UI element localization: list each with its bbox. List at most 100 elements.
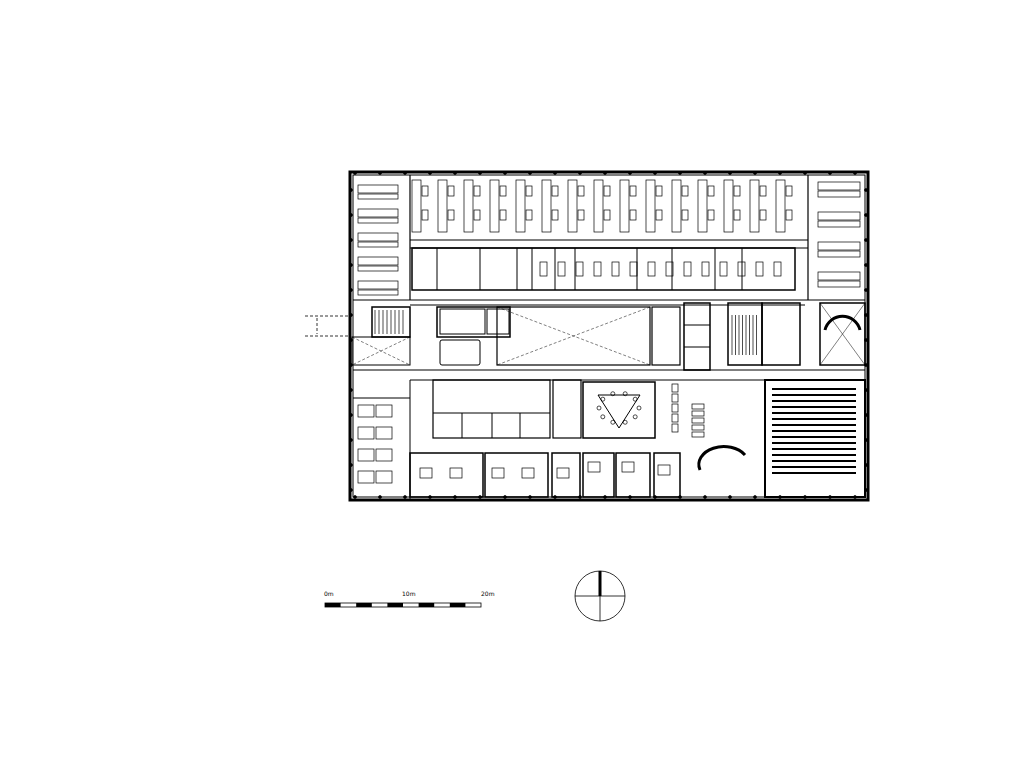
- chair: [597, 406, 601, 410]
- furniture: [516, 180, 525, 232]
- furniture: [522, 468, 534, 478]
- furniture: [658, 465, 670, 475]
- furniture: [818, 221, 860, 227]
- furniture: [620, 180, 629, 232]
- room: [762, 303, 800, 365]
- furniture: [692, 432, 704, 437]
- column: [504, 172, 507, 175]
- furniture: [358, 185, 398, 193]
- furniture: [724, 180, 733, 232]
- furniture: [422, 186, 428, 196]
- void-cross: [352, 337, 410, 365]
- furniture: [358, 218, 398, 223]
- furniture: [692, 425, 704, 430]
- furniture: [666, 262, 673, 276]
- furniture: [358, 405, 374, 417]
- column: [865, 464, 868, 467]
- furniture: [818, 281, 860, 287]
- column: [865, 189, 868, 192]
- outer-wall: [350, 172, 868, 500]
- furniture: [818, 191, 860, 197]
- scale-segment: [387, 603, 403, 607]
- furniture: [818, 251, 860, 257]
- furniture: [358, 427, 374, 439]
- furniture: [558, 262, 565, 276]
- furniture: [358, 290, 398, 295]
- chair: [637, 406, 641, 410]
- scale-label: 20m: [481, 590, 494, 597]
- column: [504, 496, 507, 499]
- stair-tread: [746, 315, 747, 355]
- column: [779, 496, 782, 499]
- office: [552, 453, 580, 497]
- stair: [372, 307, 410, 337]
- furniture: [526, 186, 532, 196]
- scale-bar: [325, 603, 481, 607]
- partition: [437, 248, 742, 290]
- furniture: [576, 262, 583, 276]
- scale-segment: [419, 603, 435, 607]
- column: [350, 489, 353, 492]
- north-arrow: [575, 596, 625, 621]
- furniture: [672, 414, 678, 422]
- stair-tread: [742, 315, 743, 355]
- furniture: [708, 186, 714, 196]
- room: [652, 307, 680, 365]
- furniture: [604, 186, 610, 196]
- stair-tread: [399, 310, 400, 334]
- room: [433, 380, 550, 438]
- furniture: [542, 180, 551, 232]
- column: [604, 172, 607, 175]
- furniture: [692, 418, 704, 423]
- furniture: [594, 180, 603, 232]
- meeting-room: [583, 382, 655, 438]
- elevator: [684, 325, 710, 347]
- column: [354, 172, 357, 175]
- office: [583, 453, 614, 497]
- furniture: [760, 186, 766, 196]
- scale-bar: [325, 603, 465, 607]
- stair-tread: [735, 315, 736, 355]
- office: [485, 453, 548, 497]
- column: [779, 172, 782, 175]
- corridor-wall: [353, 300, 865, 380]
- stair: [728, 303, 762, 365]
- furniture: [698, 180, 707, 232]
- room: [440, 309, 485, 334]
- lab-wall: [410, 175, 808, 300]
- furniture: [540, 262, 547, 276]
- furniture: [786, 186, 792, 196]
- scale-segment: [325, 603, 341, 607]
- furniture: [648, 262, 655, 276]
- furniture: [630, 210, 636, 220]
- furniture: [474, 210, 480, 220]
- furniture: [774, 262, 781, 276]
- column: [579, 496, 582, 499]
- stair-tread: [391, 310, 392, 334]
- column: [754, 496, 757, 499]
- stair-tread: [395, 310, 396, 334]
- chair: [601, 397, 605, 401]
- column: [629, 172, 632, 175]
- column: [529, 496, 532, 499]
- seat-row: [772, 460, 856, 462]
- void: [497, 307, 650, 365]
- furniture: [720, 262, 727, 276]
- column: [865, 389, 868, 392]
- seat-row: [772, 406, 856, 408]
- spiral-stair: [820, 303, 865, 365]
- stair-tread: [375, 310, 376, 334]
- furniture: [358, 242, 398, 247]
- furniture: [552, 210, 558, 220]
- column: [404, 172, 407, 175]
- partition: [433, 413, 550, 438]
- sofa: [699, 447, 745, 470]
- furniture: [630, 262, 637, 276]
- seat-row: [772, 394, 856, 396]
- office: [410, 453, 483, 497]
- chair: [633, 397, 637, 401]
- furniture: [358, 471, 374, 483]
- furniture: [358, 257, 398, 265]
- meeting-table: [598, 395, 640, 428]
